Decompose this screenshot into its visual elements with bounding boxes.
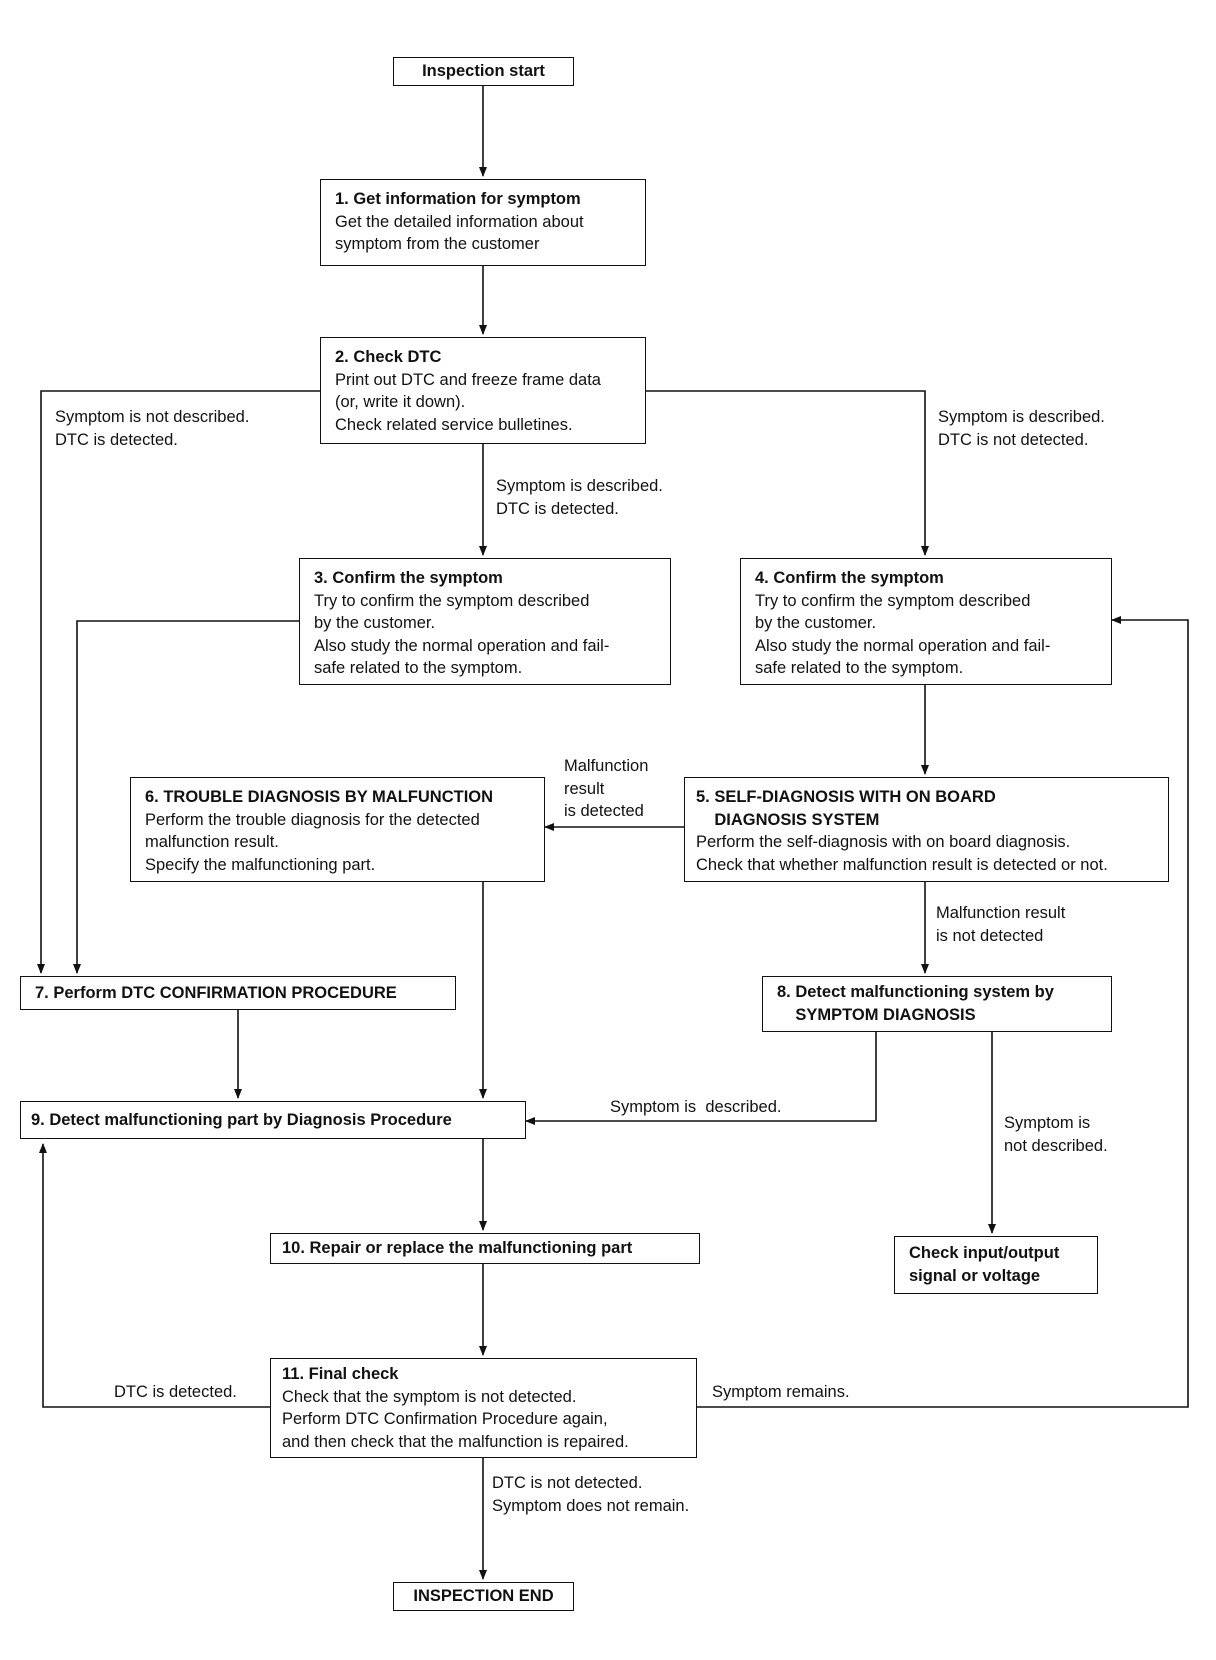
step-1-heading: 1. Get information for symptom bbox=[335, 190, 581, 208]
step-9-label: 9. Detect malfunctioning part by Diagnos… bbox=[31, 1111, 452, 1129]
step-11-heading: 11. Final check bbox=[282, 1365, 399, 1383]
step-11-text: Check that the symptom is not detected. … bbox=[282, 1387, 629, 1451]
step-4-text: Try to confirm the symptom described by … bbox=[755, 591, 1051, 678]
arrow-2-to-7 bbox=[37, 390, 320, 974]
step-9-detect-malfunctioning-part: 9. Detect malfunctioning part by Diagnos… bbox=[20, 1101, 526, 1139]
label-dtc-detected: DTC is detected. bbox=[114, 1383, 237, 1401]
step-7-dtc-confirmation: 7. Perform DTC CONFIRMATION PROCEDURE bbox=[20, 976, 456, 1010]
check-input-output-node: Check input/output signal or voltage bbox=[894, 1236, 1098, 1294]
step-2-check-dtc: 2. Check DTC Print out DTC and freeze fr… bbox=[320, 337, 646, 444]
label-symptom-described-dtc-detected: Symptom is described. DTC is detected. bbox=[496, 477, 663, 518]
check-input-output-label: Check input/output signal or voltage bbox=[909, 1244, 1060, 1285]
label-malfunction-detected: Malfunction result is detected bbox=[564, 757, 649, 820]
step-2-heading: 2. Check DTC bbox=[335, 348, 442, 366]
step-4-confirm-symptom: 4. Confirm the symptom Try to confirm th… bbox=[740, 558, 1112, 685]
start-label: Inspection start bbox=[422, 62, 545, 80]
step-5-heading: 5. SELF-DIAGNOSIS WITH ON BOARD DIAGNOSI… bbox=[696, 788, 996, 829]
step-6-heading: 6. TROUBLE DIAGNOSIS BY MALFUNCTION bbox=[145, 788, 494, 806]
step-7-label: 7. Perform DTC CONFIRMATION PROCEDURE bbox=[35, 984, 397, 1002]
step-11-final-check: 11. Final check Check that the symptom i… bbox=[270, 1358, 697, 1458]
label-symptom-not-described-dtc-detected: Symptom is not described. DTC is detecte… bbox=[55, 408, 250, 449]
inspection-end-node: INSPECTION END bbox=[393, 1582, 574, 1611]
label-symptom-remains: Symptom remains. bbox=[712, 1383, 850, 1401]
end-label: INSPECTION END bbox=[413, 1587, 554, 1605]
arrow-11-to-4 bbox=[697, 616, 1189, 1408]
step-1-text: Get the detailed information about sympt… bbox=[335, 212, 584, 254]
inspection-start-node: Inspection start bbox=[393, 57, 574, 86]
step-4-heading: 4. Confirm the symptom bbox=[755, 569, 944, 587]
arrow-2-to-4 bbox=[646, 390, 929, 556]
step-10-repair-or-replace: 10. Repair or replace the malfunctioning… bbox=[270, 1233, 700, 1264]
step-3-text: Try to confirm the symptom described by … bbox=[314, 591, 610, 678]
label-dtc-not-detected-symptom-not-remain: DTC is not detected. Symptom does not re… bbox=[492, 1474, 690, 1515]
step-8-symptom-diagnosis: 8. Detect malfunctioning system by SYMPT… bbox=[762, 976, 1112, 1032]
arrow-3-to-7 bbox=[73, 620, 299, 974]
step-5-self-diagnosis: 5. SELF-DIAGNOSIS WITH ON BOARD DIAGNOSI… bbox=[684, 777, 1169, 882]
step-8-label: 8. Detect malfunctioning system by SYMPT… bbox=[777, 983, 1054, 1024]
step-3-heading: 3. Confirm the symptom bbox=[314, 569, 503, 587]
label-symptom-not-described: Symptom is not described. bbox=[1004, 1114, 1108, 1155]
step-2-text: Print out DTC and freeze frame data (or,… bbox=[335, 370, 601, 434]
step-6-text: Perform the trouble diagnosis for the de… bbox=[145, 810, 480, 874]
step-1-get-information: 1. Get information for symptom Get the d… bbox=[320, 179, 646, 266]
step-5-text: Perform the self-diagnosis with on board… bbox=[696, 833, 1108, 874]
step-10-label: 10. Repair or replace the malfunctioning… bbox=[282, 1239, 633, 1257]
label-symptom-described: Symptom is described. bbox=[610, 1098, 782, 1116]
label-malfunction-not-detected: Malfunction result is not detected bbox=[936, 904, 1066, 945]
step-3-confirm-symptom: 3. Confirm the symptom Try to confirm th… bbox=[299, 558, 671, 685]
step-6-trouble-diagnosis: 6. TROUBLE DIAGNOSIS BY MALFUNCTION Perf… bbox=[130, 777, 545, 882]
arrow-8-to-9 bbox=[525, 1032, 877, 1125]
arrow-11-to-9 bbox=[39, 1143, 270, 1408]
label-symptom-described-dtc-not-detected: Symptom is described. DTC is not detecte… bbox=[938, 408, 1105, 449]
